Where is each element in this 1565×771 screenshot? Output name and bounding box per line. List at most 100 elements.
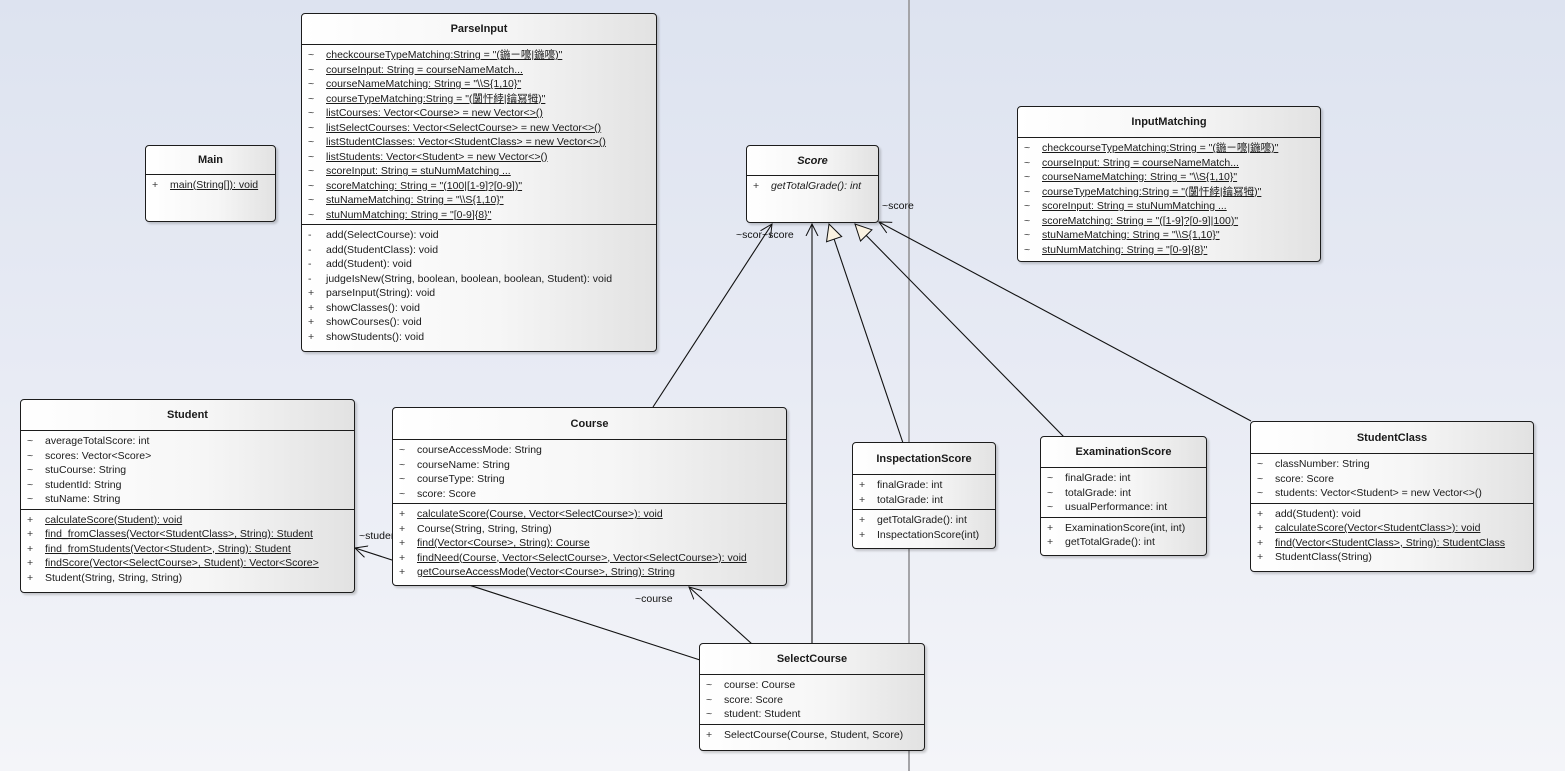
attribute-row[interactable]: ~score: Score	[700, 693, 924, 708]
attribute-row[interactable]: ~scoreInput: String = stuNumMatching ...	[302, 164, 656, 179]
class-main[interactable]: Main +main(String[]): void	[145, 145, 276, 222]
attribute-text: checkcourseTypeMatching:String = "(鍦ㄧ嚎|鍦…	[326, 49, 563, 61]
attribute-text: scores: Vector<Score>	[45, 449, 152, 462]
operation-row[interactable]: +StudentClass(String)	[1251, 550, 1533, 565]
attribute-row[interactable]: ~courseNameMatching: String = "\\S{1,10}…	[1018, 170, 1320, 185]
attribute-row[interactable]: ~listStudents: Vector<Student> = new Vec…	[302, 150, 656, 165]
attribute-row[interactable]: ~courseInput: String = courseNameMatch..…	[1018, 156, 1320, 171]
visibility-marker: +	[859, 479, 866, 491]
operation-row[interactable]: +calculateScore(Student): void	[21, 513, 354, 528]
class-inputmatching[interactable]: InputMatching ~checkcourseTypeMatching:S…	[1017, 106, 1321, 262]
operation-row[interactable]: +showClasses(): void	[302, 301, 656, 316]
association-selectcourse-course[interactable]	[689, 587, 753, 645]
attribute-row[interactable]: ~stuName: String	[21, 492, 354, 507]
attribute-row[interactable]: ~courseTypeMatching:String = "(闅忓綍|鑰冩牳)"	[302, 92, 656, 107]
operation-row[interactable]: +getTotalGrade(): int	[1041, 535, 1206, 550]
operation-row[interactable]: +parseInput(String): void	[302, 286, 656, 301]
attribute-row[interactable]: ~courseAccessMode: String	[393, 443, 786, 458]
operation-row[interactable]: +Course(String, String, String)	[393, 522, 786, 537]
attribute-row[interactable]: ~finalGrade: int	[1041, 471, 1206, 486]
attribute-row[interactable]: ~score: Score	[1251, 472, 1533, 487]
generalization-examinationscore-score[interactable]	[854, 223, 1065, 438]
operation-row[interactable]: +calculateScore(Vector<StudentClass>): v…	[1251, 521, 1533, 536]
operation-row[interactable]: -add(SelectCourse): void	[302, 228, 656, 243]
operation-row[interactable]: +getCourseAccessMode(Vector<Course>, Str…	[393, 565, 786, 580]
attribute-row[interactable]: ~courseType: String	[393, 472, 786, 487]
operation-row[interactable]: +findNeed(Course, Vector<SelectCourse>, …	[393, 551, 786, 566]
attribute-text: courseTypeMatching:String = "(闅忓綍|鑰冩牳)"	[1042, 185, 1262, 198]
attribute-row[interactable]: ~studentId: String	[21, 478, 354, 493]
operation-row[interactable]: +ExaminationScore(int, int)	[1041, 521, 1206, 536]
operation-row[interactable]: +Student(String, String, String)	[21, 571, 354, 586]
class-course[interactable]: Course ~courseAccessMode: String~courseN…	[392, 407, 787, 586]
attribute-row[interactable]: ~listSelectCourses: Vector<SelectCourse>…	[302, 121, 656, 136]
operation-row[interactable]: +InspectationScore(int)	[853, 528, 995, 543]
attribute-row[interactable]: ~scores: Vector<Score>	[21, 449, 354, 464]
class-parseinput[interactable]: ParseInput ~checkcourseTypeMatching:Stri…	[301, 13, 657, 352]
attribute-text: student: Student	[724, 708, 801, 720]
attribute-row[interactable]: ~scoreMatching: String = "([1-9]?[0-9]|1…	[1018, 214, 1320, 229]
operation-row[interactable]: -judgeIsNew(String, boolean, boolean, bo…	[302, 272, 656, 287]
operation-row[interactable]: -add(Student): void	[302, 257, 656, 272]
visibility-marker: +	[1257, 551, 1264, 563]
attribute-row[interactable]: ~courseNameMatching: String = "\\S{1,10}…	[302, 77, 656, 92]
attribute-text: stuNameMatching: String = "\\S{1,10}"	[1042, 229, 1220, 241]
class-examinationscore[interactable]: ExaminationScore ~finalGrade: int~totalG…	[1040, 436, 1207, 556]
operation-row[interactable]: +getTotalGrade(): int	[853, 513, 995, 528]
attribute-row[interactable]: ~averageTotalScore: int	[21, 434, 354, 449]
attribute-text: usualPerformance: int	[1065, 501, 1168, 513]
operation-row[interactable]: +find_fromStudents(Vector<Student>, Stri…	[21, 542, 354, 557]
class-score[interactable]: Score +getTotalGrade(): int	[746, 145, 879, 223]
visibility-marker: +	[308, 301, 315, 314]
operation-row[interactable]: +showStudents(): void	[302, 330, 656, 345]
attribute-row[interactable]: ~checkcourseTypeMatching:String = "(鍦ㄧ嚎|…	[302, 48, 656, 63]
attribute-row[interactable]: ~checkcourseTypeMatching:String = "(鍦ㄧ嚎|…	[1018, 141, 1320, 156]
operation-row[interactable]: +getTotalGrade(): int	[747, 179, 878, 194]
generalization-inspectationscore-score[interactable]	[825, 222, 904, 444]
attribute-row[interactable]: ~stuNumMatching: String = "[0-9]{8}"	[1018, 243, 1320, 258]
operation-row[interactable]: +find(Vector<StudentClass>, String): Stu…	[1251, 536, 1533, 551]
class-selectcourse[interactable]: SelectCourse ~course: Course~score: Scor…	[699, 643, 925, 751]
operation-text: InspectationScore(int)	[877, 528, 980, 541]
class-inspectationscore[interactable]: InspectationScore +finalGrade: int+total…	[852, 442, 996, 549]
attribute-row[interactable]: ~stuNameMatching: String = "\\S{1,10}"	[302, 193, 656, 208]
attribute-row[interactable]: ~courseName: String	[393, 458, 786, 473]
attribute-row[interactable]: +finalGrade: int	[853, 478, 995, 493]
attribute-row[interactable]: ~courseTypeMatching:String = "(闅忓綍|鑰冩牳)"	[1018, 185, 1320, 200]
operation-row[interactable]: +SelectCourse(Course, Student, Score)	[700, 728, 924, 743]
attribute-row[interactable]: ~classNumber: String	[1251, 457, 1533, 472]
visibility-marker: ~	[27, 493, 34, 505]
operation-row[interactable]: -add(StudentClass): void	[302, 243, 656, 258]
attribute-row[interactable]: ~usualPerformance: int	[1041, 500, 1206, 515]
attribute-row[interactable]: ~stuNumMatching: String = "[0-9]{8}"	[302, 208, 656, 223]
attribute-row[interactable]: ~course: Course	[700, 678, 924, 693]
attribute-row[interactable]: ~student: Student	[700, 707, 924, 722]
attribute-row[interactable]: ~listCourses: Vector<Course> = new Vecto…	[302, 106, 656, 121]
attribute-row[interactable]: ~scoreMatching: String = "(100|[1-9]?[0-…	[302, 179, 656, 194]
visibility-marker: ~	[308, 92, 315, 105]
operation-row[interactable]: +findScore(Vector<SelectCourse>, Student…	[21, 556, 354, 571]
operation-text: showCourses(): void	[326, 316, 422, 328]
operation-row[interactable]: +find_fromClasses(Vector<StudentClass>, …	[21, 527, 354, 542]
operation-text: getCourseAccessMode(Vector<Course>, Stri…	[417, 566, 675, 578]
attribute-row[interactable]: ~stuCourse: String	[21, 463, 354, 478]
class-student[interactable]: Student ~averageTotalScore: int~scores: …	[20, 399, 355, 593]
attribute-row[interactable]: +totalGrade: int	[853, 493, 995, 508]
association-studentclass-score[interactable]	[879, 222, 1252, 422]
attribute-row[interactable]: ~score: Score	[393, 487, 786, 502]
visibility-marker: ~	[399, 444, 406, 456]
visibility-marker: +	[1257, 536, 1264, 549]
attribute-row[interactable]: ~listStudentClasses: Vector<StudentClass…	[302, 135, 656, 150]
attribute-row[interactable]: ~totalGrade: int	[1041, 486, 1206, 501]
operation-row[interactable]: +add(Student): void	[1251, 507, 1533, 522]
operation-row[interactable]: +showCourses(): void	[302, 315, 656, 330]
attribute-row[interactable]: ~students: Vector<Student> = new Vector<…	[1251, 486, 1533, 501]
class-studentclass[interactable]: StudentClass ~classNumber: String~score:…	[1250, 421, 1534, 572]
operation-row[interactable]: +calculateScore(Course, Vector<SelectCou…	[393, 507, 786, 522]
operation-row[interactable]: +find(Vector<Course>, String): Course	[393, 536, 786, 551]
operation-row[interactable]: +main(String[]): void	[146, 178, 275, 193]
attribute-row[interactable]: ~stuNameMatching: String = "\\S{1,10}"	[1018, 228, 1320, 243]
attribute-row[interactable]: ~courseInput: String = courseNameMatch..…	[302, 63, 656, 78]
attribute-row[interactable]: ~scoreInput: String = stuNumMatching ...	[1018, 199, 1320, 214]
association-course-score[interactable]	[652, 224, 772, 408]
